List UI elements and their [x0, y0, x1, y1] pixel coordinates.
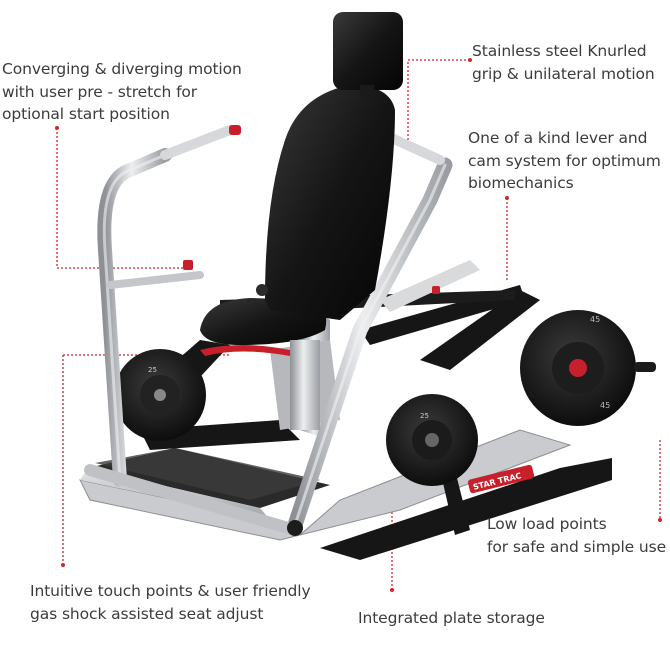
- callout-line: biomechanics: [468, 174, 574, 192]
- callout-lever-cam-system: One of a kind lever and cam system for o…: [468, 127, 661, 195]
- leader-line-grip: [407, 59, 470, 140]
- callout-line: optional start position: [2, 105, 170, 123]
- callout-line: cam system for optimum: [468, 151, 661, 170]
- callout-line: One of a kind lever and: [468, 129, 648, 147]
- right-weight-plate-storage: 25: [386, 394, 478, 486]
- plate-label: 25: [420, 412, 429, 420]
- callout-line: with user pre - stretch for: [2, 82, 198, 101]
- plate-label: 45: [590, 315, 600, 324]
- callout-line: for safe and simple use: [487, 537, 667, 556]
- leader-line-motion: [56, 128, 190, 269]
- callout-line: gas shock assisted seat adjust: [30, 604, 264, 623]
- leader-dots: [55, 58, 662, 592]
- callout-line: Stainless steel Knurled: [472, 42, 647, 60]
- right-weight-plate-large: 45 45: [520, 310, 656, 426]
- callout-line: Intuitive touch points & user friendly: [30, 582, 311, 600]
- callout-line: Converging & diverging motion: [2, 60, 242, 78]
- silver-frame-tubes: [84, 125, 453, 536]
- callout-line: Integrated plate storage: [358, 609, 545, 627]
- callout-touch-points: Intuitive touch points & user friendly g…: [30, 580, 311, 625]
- callout-plate-storage: Integrated plate storage: [358, 607, 545, 630]
- seat-and-backrest: [200, 12, 403, 536]
- callout-converging-motion: Converging & diverging motion with user …: [2, 58, 242, 126]
- svg-text:45: 45: [600, 401, 610, 410]
- callout-line: grip & unilateral motion: [472, 64, 655, 83]
- leader-line-touch: [62, 354, 230, 565]
- svg-text:25: 25: [148, 366, 157, 374]
- left-weight-plate: 25: [114, 349, 206, 441]
- callout-line: Low load points: [487, 515, 607, 533]
- callout-low-load-points: Low load points for safe and simple use: [487, 513, 666, 558]
- callout-knurled-grip: Stainless steel Knurled grip & unilatera…: [472, 40, 655, 85]
